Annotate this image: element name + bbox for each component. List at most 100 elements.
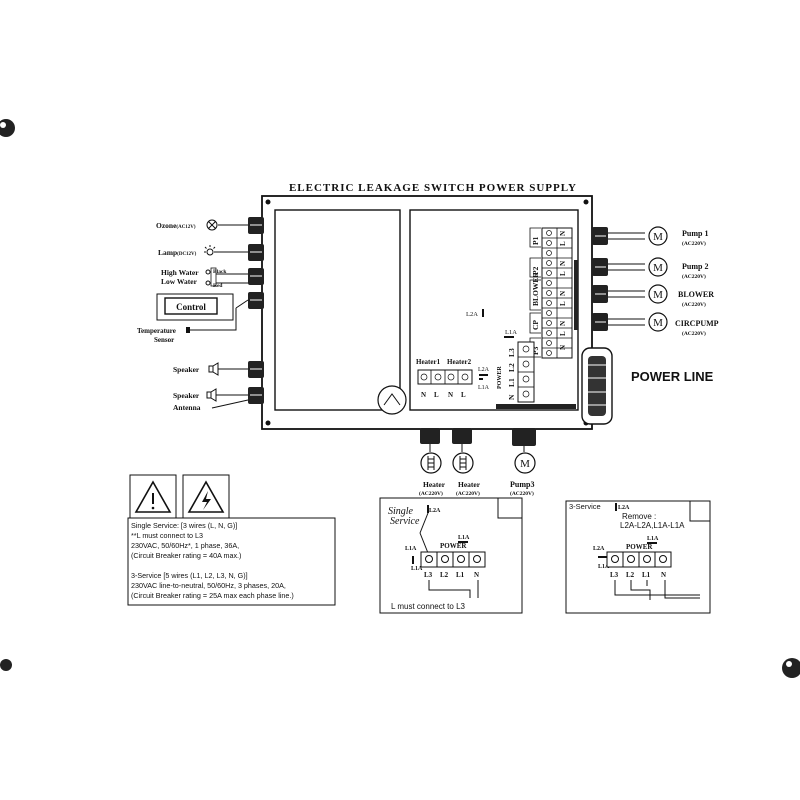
l2a-label: L2A [466,311,478,318]
l1a-label: L1A [505,329,517,336]
three-service-title: 3-Service [569,502,601,511]
remove-list: L2A-L2A,L1A-L1A [620,521,685,530]
svg-text:N: N [559,231,567,236]
bottom-wires [429,444,525,452]
single-service-footer: L must connect to L3 [391,602,466,611]
svg-text:N: N [661,571,666,579]
control-label: Control [176,302,206,312]
single-service-title-2: Service [390,516,420,527]
output-terminal-block [541,227,578,359]
corner-mark-top-left [0,119,15,137]
motor-icon: M [648,312,668,332]
electrical-hazard-icon [182,474,230,519]
svg-text:M: M [653,262,663,274]
svg-text:L2A: L2A [593,546,605,552]
pump2-rating: (AC220V) [682,273,706,280]
svg-text:L: L [559,301,567,306]
heater-icon [420,452,442,474]
black-wire-label: Black [213,269,227,275]
pump2-label: Pump 2 [682,262,708,271]
three-spec-note: 230VAC line-to-neutral, 50/60Hz, 3 phase… [131,581,286,590]
svg-text:N: N [559,261,567,266]
lamp-icon [204,245,216,256]
left-compartment [274,209,401,411]
blower-label: BLOWER [678,290,714,299]
right-wires [608,232,645,326]
svg-text:M: M [653,289,663,301]
svg-text:M: M [653,317,663,329]
cp-label: CP [531,320,540,330]
svg-text:L1: L1 [507,378,516,387]
svg-text:L1: L1 [642,571,651,579]
left-wires [196,224,249,409]
circpump-label: CIRCPUMP [675,319,719,328]
svg-text:L1A: L1A [458,535,470,541]
breaker-knob [377,385,407,415]
single-service-note: Single Service: [3 wires (L, N, G)] [131,521,237,530]
svg-text:N: N [448,391,453,399]
control-panel [164,297,218,315]
motor-icon: M [648,257,668,277]
high-water-label: High Water [161,268,199,277]
speaker1-label: Speaker [173,365,200,374]
three-power-label: POWER [626,543,653,551]
speaker2-label: Speaker [173,391,200,400]
l2a-small-label: L2A [478,367,490,373]
p1-label: P1 [531,236,540,245]
temperature-sensor-icon [186,327,190,333]
temperature-sensor-label-1: Temperature [137,327,176,335]
screws [265,199,589,426]
single-service-title-1: Single [388,506,414,517]
remove-label: Remove : [622,512,656,521]
power-line-gland [581,347,613,425]
svg-text:N: N [507,394,516,400]
single-breaker-note: (Circuit Breaker rating = 40A max.) [131,551,241,560]
svg-text:L: L [559,241,567,246]
motor-icon: M [648,226,668,246]
blower-rating: (AC220V) [682,301,706,308]
ozone-icon [206,219,218,231]
three-service-note: 3-Service [5 wires (L1, L2, L3, N, G)] [131,571,248,580]
svg-text:L2A: L2A [618,505,630,511]
svg-text:L1A: L1A [647,536,659,542]
single-spec-note: 230VAC, 50/60Hz*, 1 phase, 36A, [131,541,239,550]
circpump-rating: (AC220V) [682,330,706,337]
corner-mark-bottom-left [0,659,12,671]
svg-text:L: L [559,271,567,276]
pump3-label: Pump3 [510,480,534,489]
red-wire-label: Red [213,283,222,289]
svg-text:N: N [559,291,567,296]
blower-terminal-label: BLOWER [531,272,540,306]
bottom-cable-glands [420,428,536,446]
lamp-label: Lamp(DC12V) [158,248,197,257]
p2-label: P2 [531,266,540,275]
speaker-icon [208,362,219,376]
svg-text:L2: L2 [440,571,449,579]
heater2-rating: (AC220V) [456,490,480,497]
temperature-sensor-label-2: Sensor [154,336,174,344]
svg-text:L1A: L1A [598,564,610,570]
pump3-rating: (AC220V) [510,490,534,497]
low-water-label: Low Water [161,277,198,286]
heater-icon [452,452,474,474]
three-breaker-note: (Circuit Breaker rating = 25A max each p… [131,591,294,600]
svg-text:L1A: L1A [411,566,423,572]
svg-text:L3: L3 [507,348,516,357]
svg-text:L: L [559,331,567,336]
heater2-terminal-label: Heater2 [447,358,472,366]
heater1-terminal-label: Heater1 [416,358,441,366]
svg-text:M: M [520,458,530,470]
speaker-icon [206,388,217,402]
l1a-small-label: L1A [478,385,490,391]
single-power-label: POWER [440,542,467,550]
pump1-label: Pump 1 [682,229,708,238]
svg-text:N: N [421,391,426,399]
heater2-label: Heater [458,480,481,489]
antenna-label: Antenna [173,403,201,412]
power-terminal-label: POWER [497,366,503,389]
ozone-label: Ozone(AC12V) [156,221,196,230]
three-power-terminal [606,551,672,568]
heater-terminal-block [417,369,473,385]
svg-text:N: N [559,345,567,350]
